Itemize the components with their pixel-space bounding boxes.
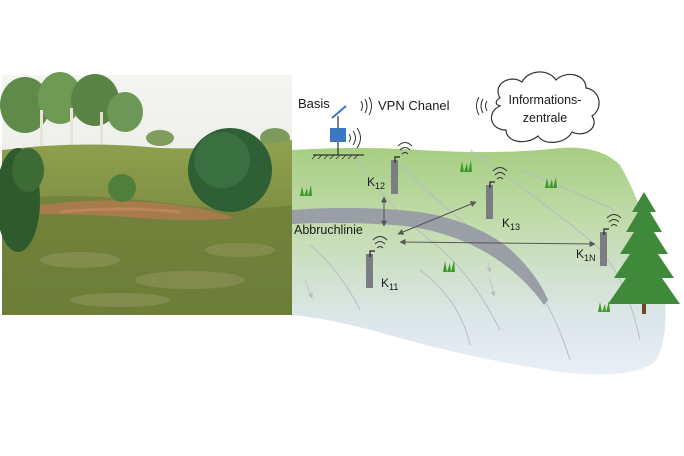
basis-label: Basis [298,96,330,111]
base-wifi-waves-icon [348,127,361,149]
grass-tuft-icon [443,260,455,272]
grass-tuft-icon [460,160,472,172]
grass-tuft-icon [545,177,557,188]
vpn-channel-label: VPN Chanel [378,98,450,113]
info-center-label-line1: Informations- [509,93,582,107]
landscape-photo [0,72,292,315]
fir-tree-icon [608,192,680,314]
sensor-post-icon [391,142,413,194]
communication-links [381,196,596,247]
abbruchlinie-label: Abbruchlinie [294,223,363,237]
sensor-label-k11: K11 [381,276,398,292]
sensor-label-k1n: K1N [576,247,596,263]
vpn-wifi-waves-right-icon [476,96,488,116]
grass-tuft-icon [300,185,312,196]
sensor-label-k13: K13 [502,216,520,232]
sensor-post-icon [366,236,388,288]
cloud-icon [490,71,600,143]
sensor-post-icon [600,214,622,266]
grass-tuft-icon [598,301,610,312]
sensor-label-k12: K12 [367,175,385,191]
info-center-label-line2: zentrale [523,111,568,125]
base-station-icon [311,105,364,160]
vpn-wifi-waves-left-icon [360,96,372,116]
sensor-post-icon [486,167,508,219]
slope-area [292,147,666,375]
